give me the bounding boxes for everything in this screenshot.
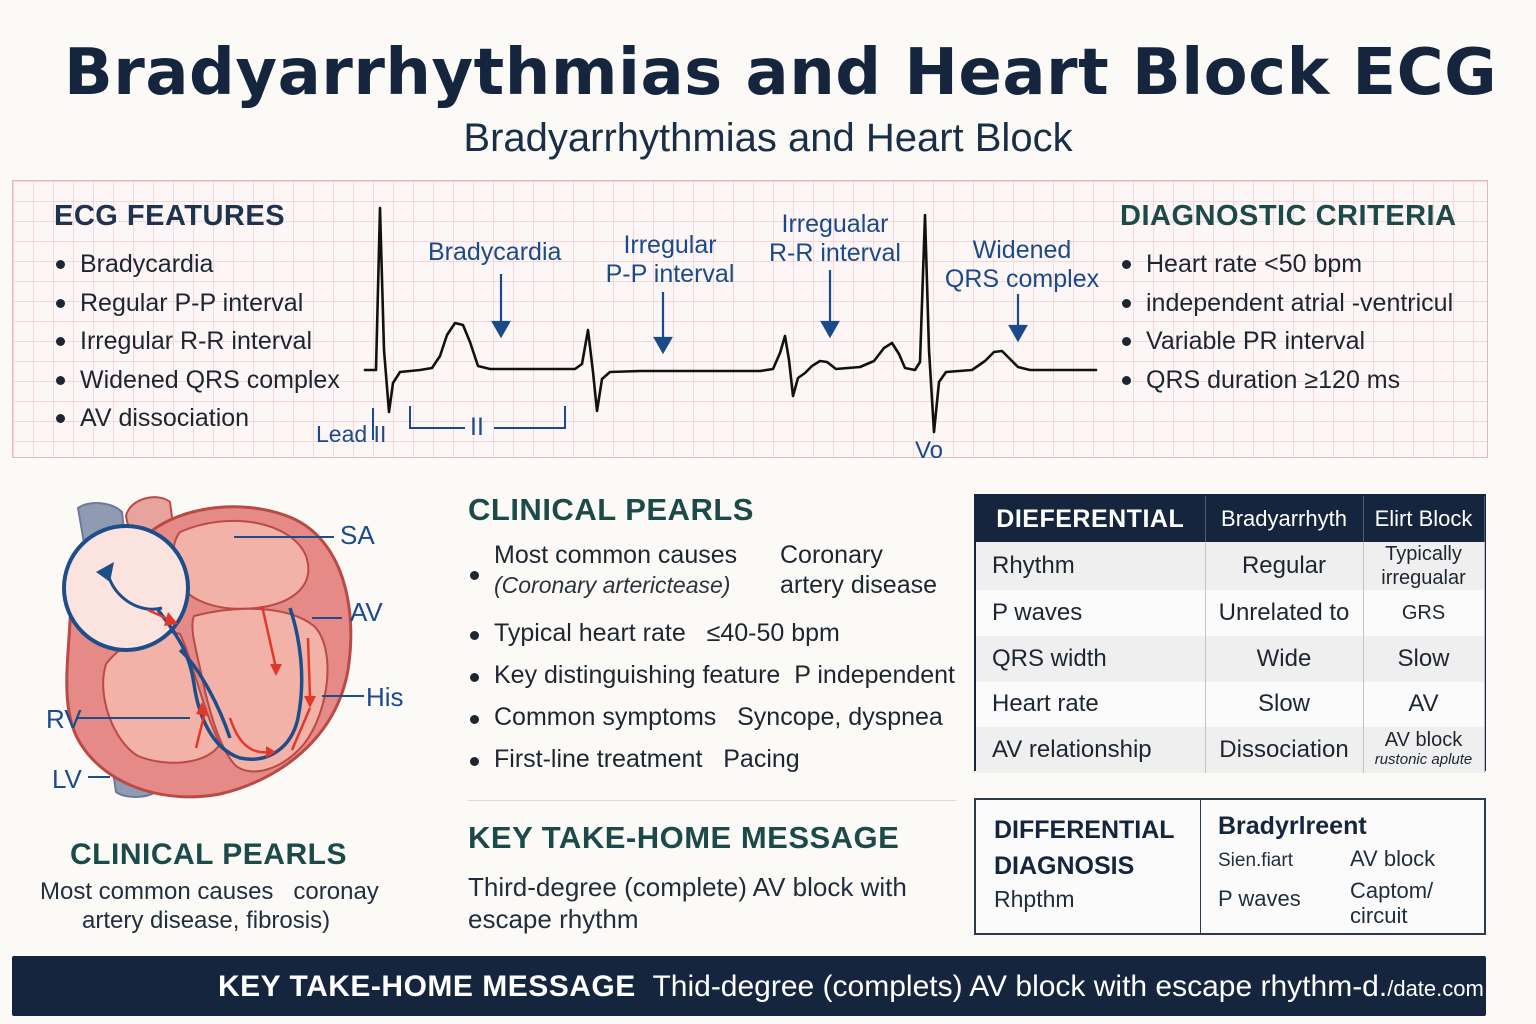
diff-box-cell: AV block: [1350, 846, 1436, 871]
diff-box-cell: Captom/ circuit: [1350, 878, 1434, 928]
list-item: Widened QRS complex: [54, 361, 340, 400]
key-message-line1: Third-degree (complete) AV block with: [468, 872, 907, 902]
heart-diagram: [62, 496, 364, 799]
clinical-pearls-heading: CLINICAL PEARLS: [468, 492, 754, 527]
lead-label: Lead II: [316, 421, 387, 447]
list-item: Most common causes (Coronary artericteas…: [468, 540, 955, 610]
diff-box-cell: P waves: [1218, 886, 1301, 911]
differential-diagnosis-box: DIFFERENTIAL DIAGNOSIS Rhpthm Bradyrlree…: [974, 798, 1486, 935]
interval-bracket-label: II: [470, 413, 484, 441]
irregular-pp-label: Irregular P-P interval: [605, 231, 735, 288]
his-label: His: [366, 682, 404, 712]
impulse-arrowheads-icon: [164, 612, 316, 758]
key-message-heading: KEY TAKE-HOME MESSAGE: [468, 820, 900, 855]
page-title: Bradyarrhythmias and Heart Block ECG: [64, 36, 1498, 110]
sa-label: SA: [340, 520, 375, 550]
ecg-trace: [363, 206, 1098, 440]
footer-banner: KEY TAKE-HOME MESSAGE Thid-degree (compl…: [12, 956, 1486, 1016]
section-divider: [468, 800, 956, 801]
diff-box-cell: Sien.fiart: [1218, 850, 1293, 871]
list-item: First-line treatment Pacing: [468, 744, 955, 778]
ecg-panel: [12, 180, 1488, 458]
vo-label: Vo: [915, 437, 944, 464]
table-row: Heart rate Slow AV: [976, 681, 1485, 728]
list-item: Variable PR interval: [1120, 322, 1453, 361]
ecg-interval-bracket: [372, 406, 566, 440]
list-item: Heart rate <50 bpm: [1120, 245, 1453, 284]
ecg-features-list: Bradycardia Regular P-P interval Irregul…: [54, 245, 340, 438]
page-subtitle: Bradyarrhythmias and Heart Block: [463, 116, 1073, 160]
right-atrium-icon: [62, 524, 190, 652]
list-item: Common symptoms Syncope, dyspnea: [468, 702, 955, 736]
list-item: Irregular R-R interval: [54, 322, 340, 361]
bradycardia-label: Bradycardia: [428, 238, 562, 266]
list-item: Key distinguishing feature P independent: [468, 660, 955, 694]
list-item: Regular P-P interval: [54, 284, 340, 323]
sa-node-arrow-icon: [96, 562, 114, 582]
differential-table: DIEFERENTIAL Bradyarrhyth Elirt Block Rh…: [974, 494, 1486, 774]
diff-box-heading: DIFFERENTIAL DIAGNOSIS: [994, 816, 1175, 880]
diagnostic-criteria-heading: DIAGNOSTIC CRITERIA: [1120, 200, 1457, 232]
ecg-waveform: [363, 206, 1098, 434]
widened-qrs-label: Widened QRS complex: [944, 236, 1100, 293]
list-item: Bradycardia: [54, 245, 340, 284]
irregular-rr-label: Irregualar R-R interval: [769, 210, 901, 267]
av-label: AV: [350, 597, 383, 627]
ecg-features-heading: ECG FEATURES: [54, 200, 286, 232]
ecg-annotation-arrows: [491, 270, 1028, 355]
table-header: DIEFERENTIAL: [976, 496, 1206, 542]
left-pearls-heading: CLINICAL PEARLS: [70, 838, 347, 871]
lv-label: LV: [52, 764, 82, 794]
diff-box-row-label: Rhpthm: [994, 886, 1075, 912]
table-header: Elirt Block: [1363, 496, 1485, 542]
label-leader-lines: [76, 536, 364, 778]
diagnostic-criteria-list: Heart rate <50 bpm independent atrial -v…: [1120, 245, 1453, 399]
table-header: Bradyarrhyth: [1205, 496, 1364, 542]
key-message-line2: escape rhythm: [468, 904, 639, 934]
box-divider: [1200, 800, 1201, 933]
diff-box-col-heading: Bradyrlreent: [1218, 812, 1367, 840]
list-item: QRS duration ≥120 ms: [1120, 361, 1453, 400]
table-row: QRS width Wide Slow: [976, 635, 1485, 682]
left-pearls-line1: Most common causes coronay: [40, 878, 379, 905]
rv-label: RV: [46, 704, 82, 734]
clinical-pearls-list: Most common causes (Coronary artericteas…: [468, 540, 955, 786]
conduction-pathway-icon: [156, 607, 304, 761]
list-item: independent atrial -ventricul: [1120, 284, 1453, 323]
footer-message: KEY TAKE-HOME MESSAGE Thid-degree (compl…: [218, 970, 1484, 1003]
left-pearls-line2: artery disease, fibrosis): [82, 907, 331, 934]
list-item: AV dissociation: [54, 399, 340, 438]
left-atrium-icon: [172, 519, 310, 610]
list-item: Typical heart rate ≤40-50 bpm: [468, 618, 955, 652]
table-row: P waves Unrelated to GRS: [976, 590, 1485, 636]
